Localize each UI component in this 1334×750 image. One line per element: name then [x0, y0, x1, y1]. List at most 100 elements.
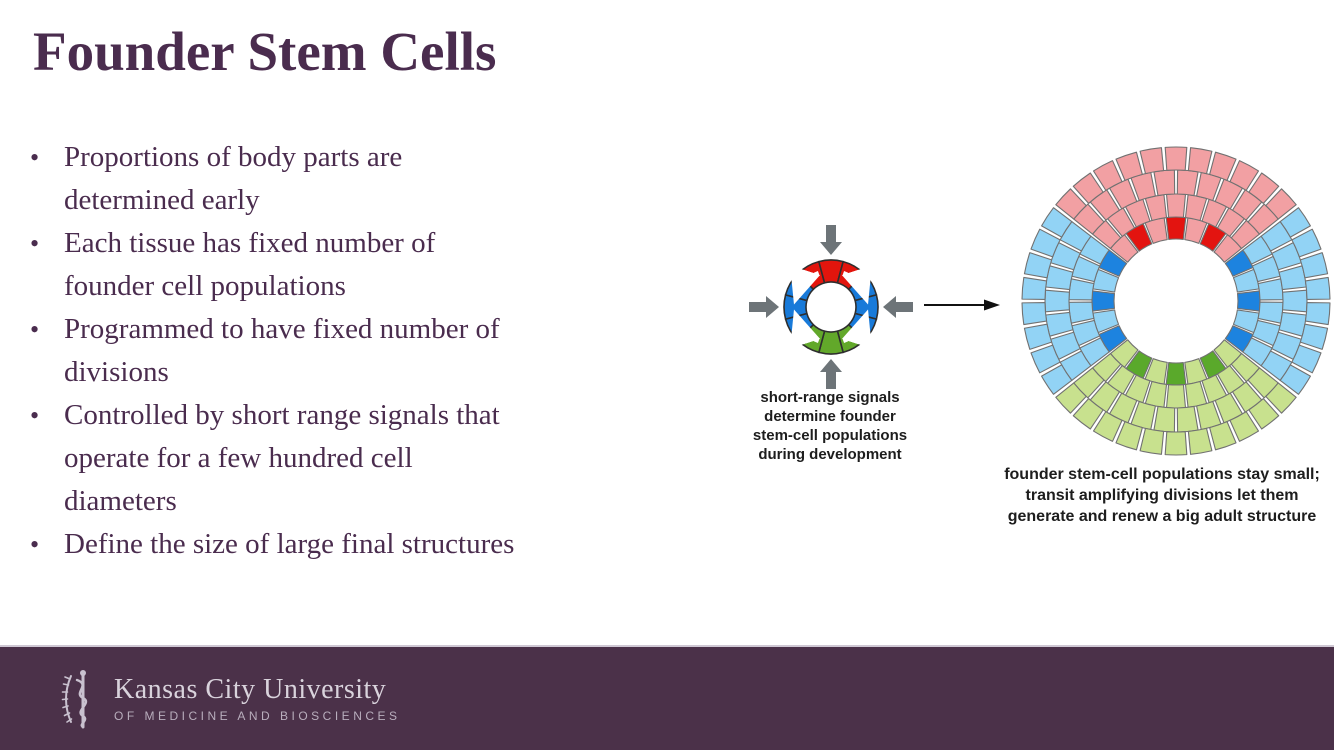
cell	[1237, 290, 1261, 312]
university-subtitle: OF MEDICINE AND BIOSCIENCES	[114, 709, 401, 723]
cell	[1021, 276, 1048, 300]
cell	[1265, 382, 1297, 414]
curved-arrow-icon	[841, 309, 872, 349]
cell	[1248, 172, 1280, 204]
list-item: • Controlled by short range signals that…	[30, 394, 690, 523]
cell	[1068, 301, 1095, 324]
cell	[1279, 364, 1311, 395]
cell	[1164, 431, 1188, 456]
cell	[1209, 421, 1237, 451]
bullet-icon: •	[30, 315, 40, 344]
caduceus-icon	[61, 669, 88, 728]
cell	[1279, 207, 1311, 238]
short-range-signal-arrows	[749, 225, 913, 389]
big-adult-structure-diagram	[1021, 146, 1331, 456]
arrow-right-icon	[924, 299, 1000, 311]
cell	[1023, 252, 1053, 279]
footer-bar: Kansas City University OF MEDICINE AND B…	[0, 645, 1334, 750]
page-title: Founder Stem Cells	[33, 21, 497, 82]
curved-arrow-icon	[790, 309, 821, 349]
cell	[1092, 411, 1123, 442]
cell	[1278, 265, 1307, 291]
cell	[1291, 228, 1322, 258]
university-name: Kansas City University	[114, 674, 387, 705]
cell	[1165, 384, 1187, 409]
cell	[1265, 188, 1297, 220]
cell	[1282, 289, 1308, 313]
university-wordmark: Kansas City University OF MEDICINE AND B…	[114, 674, 401, 723]
cell	[1153, 169, 1176, 197]
cell	[1021, 302, 1048, 326]
bullet-icon: •	[30, 143, 40, 172]
cell	[1041, 364, 1073, 395]
cell	[1072, 398, 1104, 430]
bullet-text: Controlled by short range signals that o…	[64, 399, 500, 517]
cell	[1304, 302, 1331, 326]
list-item: • Proportions of body parts are determin…	[30, 136, 690, 222]
cell	[1091, 290, 1115, 312]
cell	[1291, 344, 1322, 374]
cell	[1130, 400, 1156, 431]
cell	[1139, 427, 1165, 455]
cell	[1055, 188, 1087, 220]
bullet-icon: •	[30, 530, 40, 559]
cell	[1278, 311, 1307, 337]
cell	[1229, 160, 1260, 191]
small-ring-caption: short-range signals determine founder st…	[752, 389, 908, 463]
arrow-up-icon	[820, 359, 842, 389]
stem-cell-figure: short-range signals determine founder st…	[749, 146, 1331, 525]
cell	[1165, 216, 1187, 240]
cell	[1115, 151, 1143, 181]
bullet-text: Define the size of large final structure…	[64, 528, 515, 560]
cell	[1176, 405, 1199, 433]
cell	[1232, 309, 1260, 334]
list-item: • Define the size of large final structu…	[30, 523, 690, 566]
cell	[1030, 344, 1061, 374]
cell	[1165, 193, 1187, 218]
cell	[1304, 276, 1331, 300]
cell	[1299, 323, 1329, 350]
arrow-left-icon	[883, 296, 913, 318]
cell	[1041, 207, 1073, 238]
arrow-right-icon	[749, 296, 779, 318]
curved-arrow-icon	[790, 265, 821, 305]
cell	[1165, 362, 1187, 386]
cell	[1257, 278, 1284, 301]
cell	[1115, 421, 1143, 451]
cell	[1257, 301, 1284, 324]
big-ring-caption: founder stem-cell populations stay small…	[1004, 466, 1320, 525]
bullet-text: Proportions of body parts are determined…	[64, 141, 403, 216]
cell	[1209, 151, 1237, 181]
cell	[1030, 228, 1061, 258]
cell	[1045, 311, 1074, 337]
cell	[1144, 217, 1168, 244]
bullet-icon: •	[30, 229, 40, 258]
cell	[1092, 268, 1120, 293]
cell	[1023, 323, 1053, 350]
bullet-text: Programmed to have fixed number of divis…	[64, 313, 500, 388]
list-item: • Programmed to have fixed number of div…	[30, 308, 690, 394]
cell	[1055, 382, 1087, 414]
small-founder-ring-diagram	[749, 225, 913, 389]
cell	[1164, 146, 1188, 171]
cell	[1184, 358, 1208, 385]
arrow-down-icon	[820, 225, 842, 255]
cell	[1248, 398, 1280, 430]
cell	[1196, 171, 1222, 202]
cell	[1187, 427, 1213, 455]
cell	[1187, 147, 1213, 175]
bullet-icon: •	[30, 401, 40, 430]
list-item: • Each tissue has fixed number of founde…	[30, 222, 690, 308]
curved-arrow-icon	[841, 265, 872, 305]
bullet-text: Each tissue has fixed number of founder …	[64, 227, 436, 302]
cell	[1153, 405, 1176, 433]
cell	[1092, 160, 1123, 191]
cell	[1072, 172, 1104, 204]
bullet-list: • Proportions of body parts are determin…	[30, 136, 690, 566]
cell	[1045, 265, 1074, 291]
cell	[1176, 169, 1199, 197]
cell	[1044, 289, 1070, 313]
cell	[1299, 252, 1329, 279]
cell	[1139, 147, 1165, 175]
